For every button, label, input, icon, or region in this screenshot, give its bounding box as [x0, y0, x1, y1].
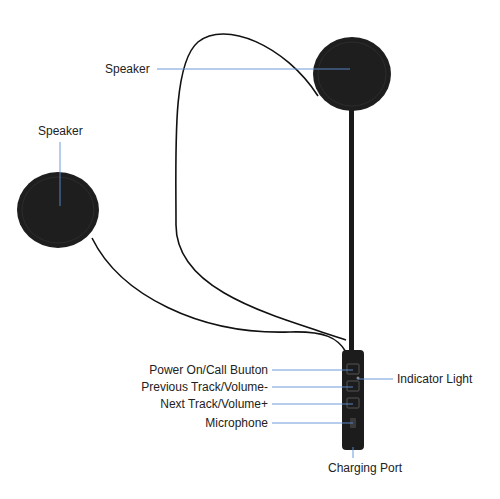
part-label: Speaker: [105, 62, 150, 76]
part-label: Next Track/Volume+: [160, 397, 268, 411]
part-label: Indicator Light: [397, 372, 472, 386]
boom-arm: [349, 108, 354, 354]
speaker-mesh: [22, 177, 94, 243]
cable: [92, 34, 346, 352]
part-label: Power On/Call Buuton: [149, 363, 268, 377]
speaker-pad: [313, 37, 391, 111]
part-label: Previous Track/Volume-: [141, 380, 268, 394]
part-label: Speaker: [38, 124, 83, 138]
button: [347, 381, 359, 391]
speaker-pad: [17, 172, 99, 248]
button: [347, 364, 359, 374]
leader-lines: [60, 69, 393, 458]
button: [347, 398, 359, 408]
speaker-mesh: [318, 42, 386, 106]
part-label: Microphone: [205, 416, 268, 430]
part-label: Charging Port: [328, 461, 402, 475]
control-unit: [342, 350, 364, 450]
